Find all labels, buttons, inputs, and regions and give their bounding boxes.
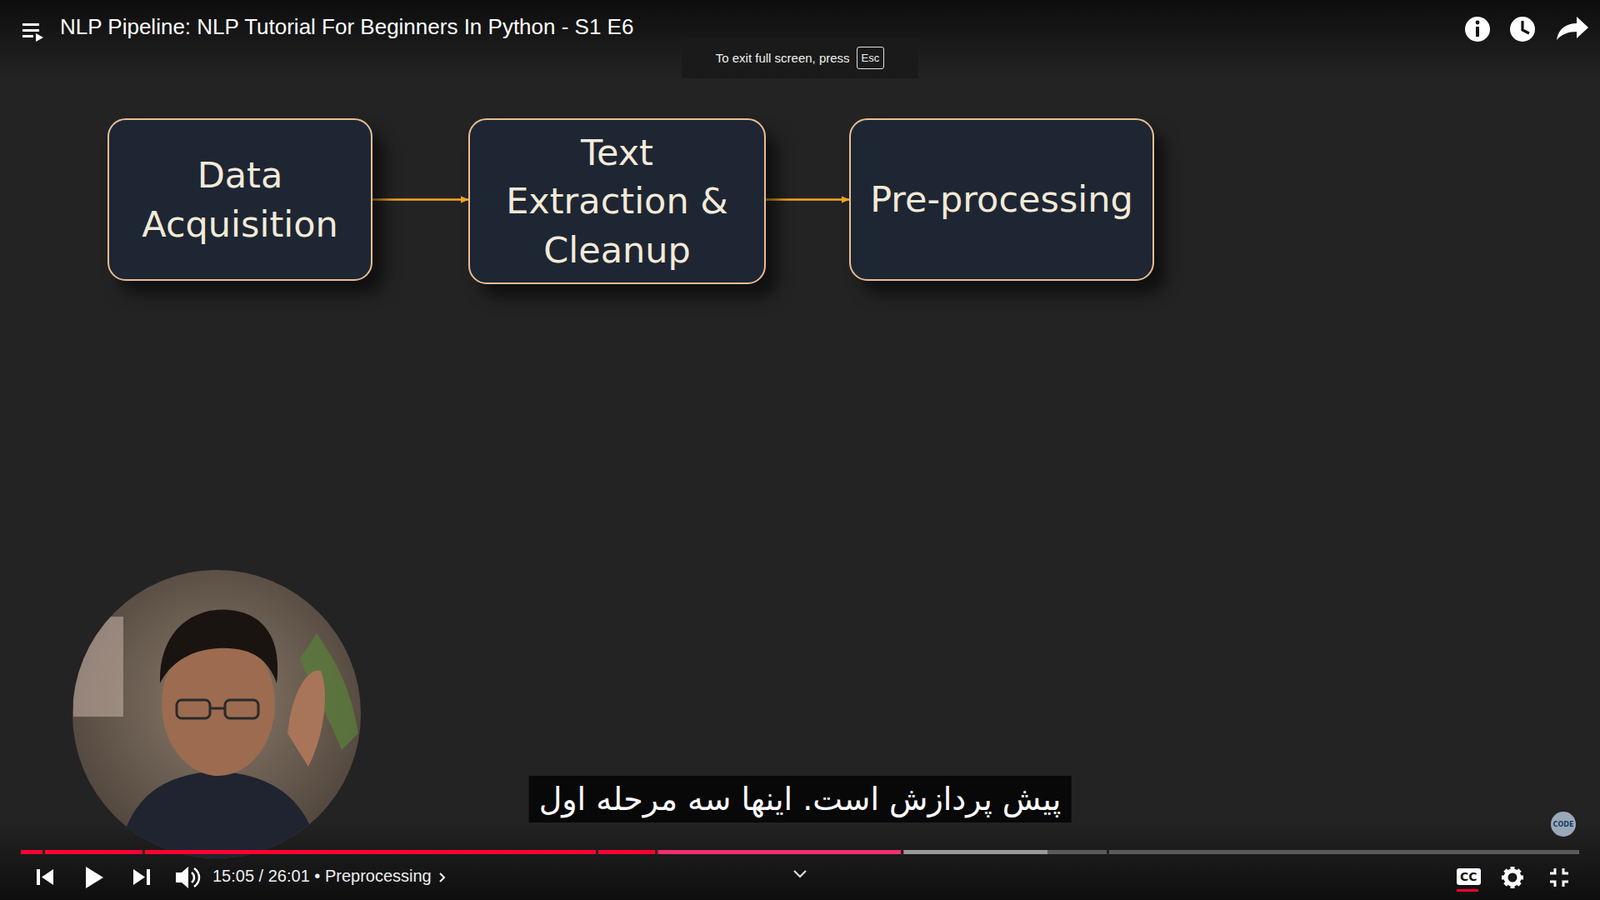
box-label: Data Acquisition (109, 150, 371, 248)
flow-arrow (372, 198, 469, 201)
time-chapter: 15:05 / 26:01 • Preprocessing (212, 866, 449, 886)
flow-arrow (765, 198, 850, 201)
fullscreen-tooltip: To exit full screen, press Esc (681, 37, 919, 79)
time-text: 15:05 / 26:01 • Preprocessing (212, 866, 432, 885)
process-box: Text Extraction & Cleanup (468, 118, 766, 285)
watermark: CODE (1550, 811, 1576, 837)
box-label: Pre-processing (855, 175, 1149, 224)
process-box: Pre-processing (849, 118, 1155, 281)
subtitle: پیش پردازش است. اینها سه مرحله اول (529, 775, 1072, 823)
video-title: NLP Pipeline: NLP Tutorial For Beginners… (60, 14, 634, 40)
tooltip-text: To exit full screen, press (715, 50, 850, 65)
box-label: Text Extraction & Cleanup (470, 128, 765, 274)
process-box: Data Acquisition (107, 118, 373, 281)
cc-icon: CC (1456, 868, 1481, 885)
chevron-icon (436, 871, 449, 884)
key-cap: Esc (856, 46, 885, 70)
